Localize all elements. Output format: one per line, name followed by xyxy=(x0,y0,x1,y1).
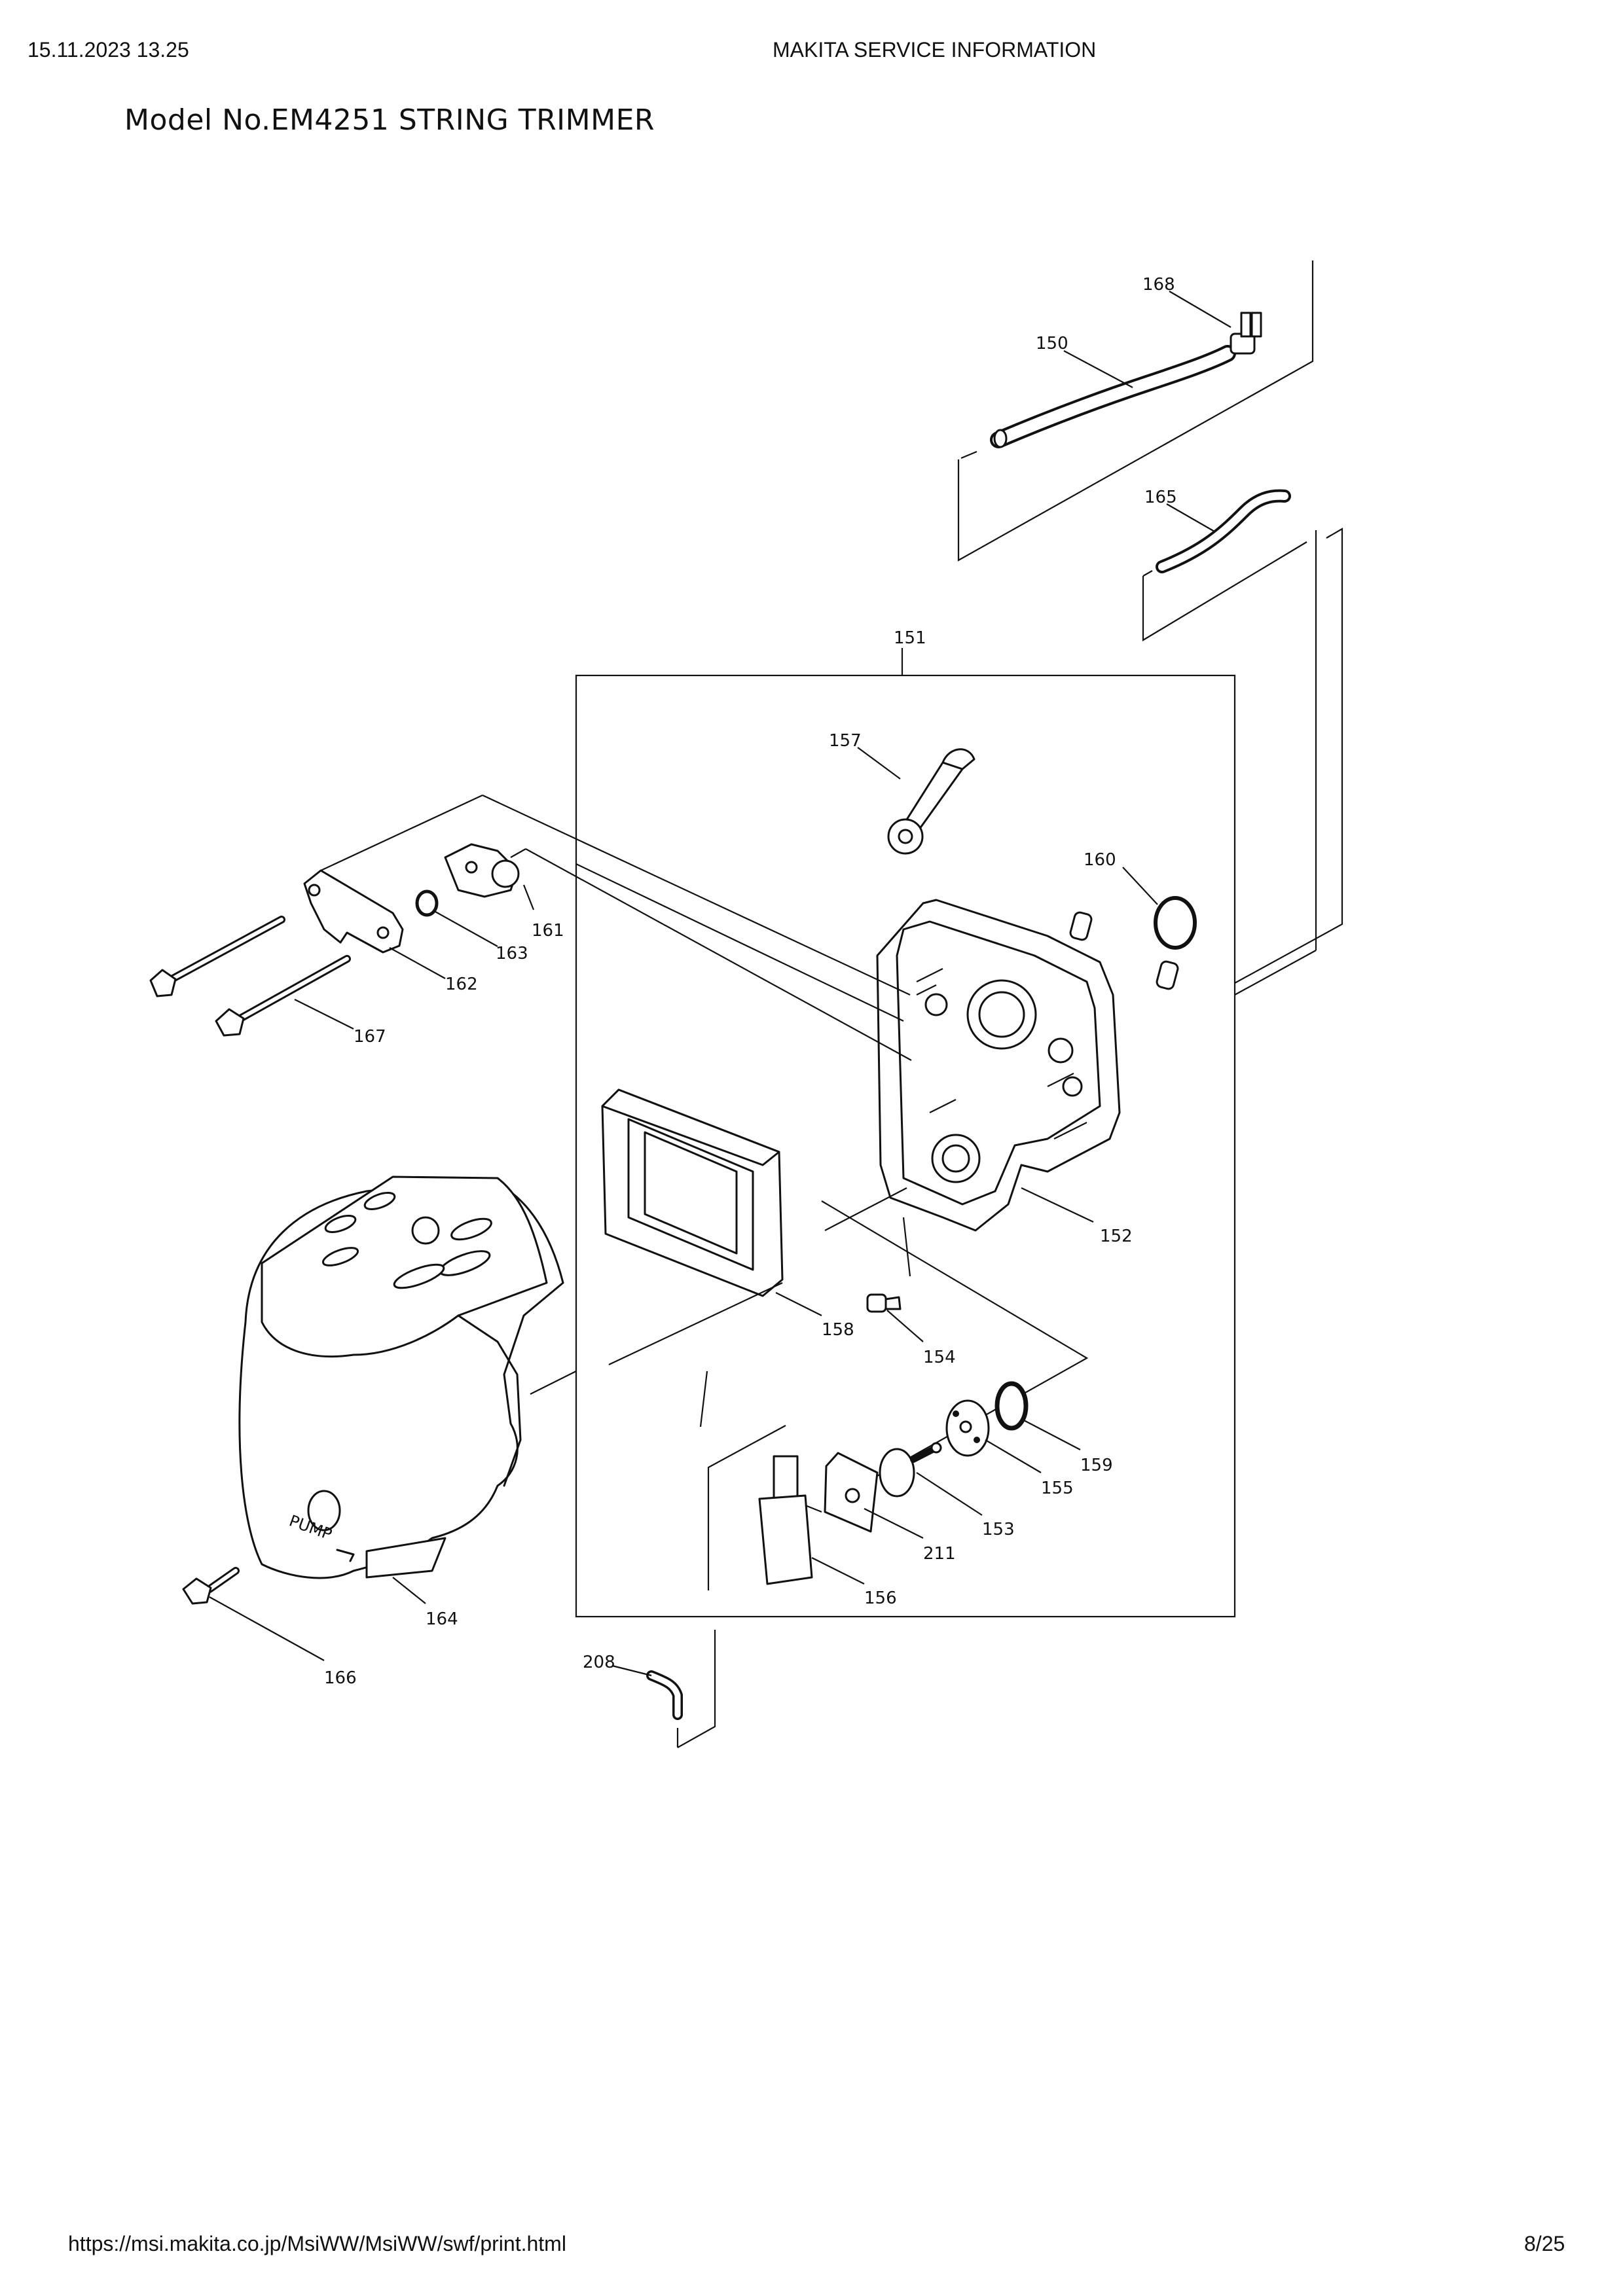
callout-151: 151 xyxy=(894,628,926,648)
fuel-hose-150 xyxy=(990,345,1236,448)
callout-167: 167 xyxy=(354,1027,386,1047)
fuel-hose-165 xyxy=(1156,489,1291,573)
air-filter-158 xyxy=(601,1088,784,1297)
footer-page-number: 8/25 xyxy=(1524,2232,1565,2255)
part-208 xyxy=(646,1670,683,1720)
gasket-211 xyxy=(824,1452,879,1533)
assembly-frame-151 xyxy=(575,674,1236,1618)
callout-208: 208 xyxy=(583,1653,615,1672)
spacer-pin-upper xyxy=(1069,911,1093,941)
washer-163 xyxy=(415,889,439,917)
callout-156: 156 xyxy=(864,1588,897,1608)
callout-150: 150 xyxy=(1036,334,1068,353)
diaphragm-155 xyxy=(945,1399,990,1457)
choke-gear-161 xyxy=(444,843,520,898)
bracket-162 xyxy=(303,869,404,954)
choke-lever-157 xyxy=(887,748,976,855)
footer-url: https://msi.makita.co.jp/MsiWW/MsiWW/swf… xyxy=(68,2232,566,2255)
bracket-hose-150 xyxy=(957,260,1314,562)
bracket-208 xyxy=(676,1630,716,1748)
bolt-upper xyxy=(149,916,285,997)
callout-165: 165 xyxy=(1144,488,1177,507)
callout-162: 162 xyxy=(445,975,478,994)
callout-163: 163 xyxy=(496,944,528,963)
air-cleaner-cover-164: PUMP xyxy=(238,1175,564,1579)
callout-labels: 168 150 165 151 157 160 161 163 162 167 … xyxy=(324,275,1177,1688)
leader-lines-left xyxy=(320,795,912,1061)
callout-154: 154 xyxy=(923,1348,956,1367)
bolt-166 xyxy=(182,1567,240,1605)
callout-157: 157 xyxy=(829,731,862,751)
hose-clamp-168 xyxy=(1230,312,1262,355)
o-ring-160 xyxy=(1154,896,1197,950)
callout-211: 211 xyxy=(923,1544,956,1564)
model-title: Model No.EM4251 STRING TRIMMER xyxy=(124,103,655,137)
callout-158: 158 xyxy=(822,1320,854,1340)
leader-lines xyxy=(209,291,1231,1677)
callout-159: 159 xyxy=(1080,1456,1113,1475)
spacer-pin-lower xyxy=(1156,960,1179,990)
callout-161: 161 xyxy=(532,921,564,941)
bolt-167 xyxy=(215,955,351,1037)
bracket-156 xyxy=(707,1425,786,1590)
header-datetime: 15.11.2023 13.25 xyxy=(27,38,189,62)
callout-168: 168 xyxy=(1142,275,1175,295)
pump-part-156 xyxy=(758,1455,822,1585)
callout-166: 166 xyxy=(324,1668,357,1688)
pin-154 xyxy=(866,1293,902,1313)
callout-153: 153 xyxy=(982,1520,1015,1539)
callout-155: 155 xyxy=(1041,1479,1074,1498)
callout-152: 152 xyxy=(1100,1227,1133,1246)
leader-lines-lower xyxy=(608,1187,1089,1506)
callout-164: 164 xyxy=(426,1609,458,1629)
header-title: MAKITA SERVICE INFORMATION xyxy=(773,38,1097,62)
callout-160: 160 xyxy=(1084,850,1116,870)
check-valve-153 xyxy=(879,1442,942,1498)
carburetor-plate-152 xyxy=(876,899,1121,1232)
bracket-right-long xyxy=(1234,528,1343,996)
o-ring-159 xyxy=(994,1381,1029,1431)
bracket-hose-165 xyxy=(1142,541,1307,641)
